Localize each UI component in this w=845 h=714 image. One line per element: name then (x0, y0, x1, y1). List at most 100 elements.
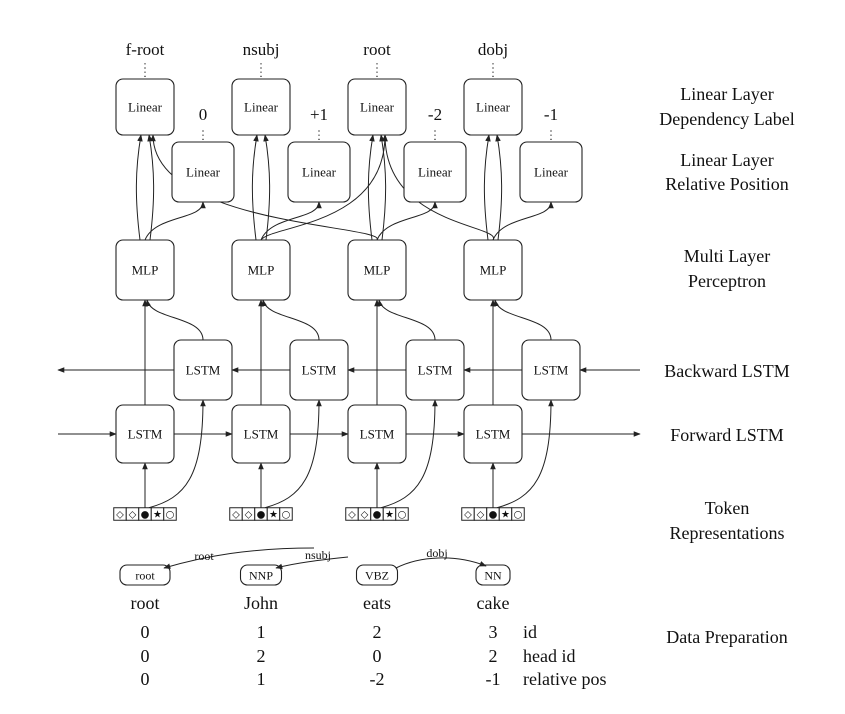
col-1-mlp-box-label: MLP (248, 263, 275, 278)
col-1-mlp-box: MLP (231, 239, 291, 301)
col-0-mlp-to-linear-b (147, 134, 155, 241)
col-0-forward-lstm-box-frame (115, 404, 175, 464)
col-2-mlp-box-label: MLP (364, 263, 391, 278)
col-2-id: 2 (373, 622, 382, 642)
col-1-word: John (244, 593, 278, 613)
col-3-token-cell-4 (511, 507, 525, 521)
edges-layer (57, 63, 641, 509)
col-2-linear-dependency-box-label: Linear (360, 100, 395, 115)
col-1-backward-lstm-box: LSTM (289, 339, 349, 401)
col-0-pos-tag-label: root (135, 569, 155, 583)
col-1-pos-tag-frame (239, 564, 283, 586)
row-label-forward-lstm: Forward LSTM (670, 425, 784, 445)
row-label-data-preparation: Data Preparation (666, 627, 787, 647)
col-2-head-id: 0 (373, 646, 382, 666)
col-1-forward-lstm-box-label: LSTM (244, 427, 279, 442)
col-3-backward-to-mlp (493, 299, 552, 341)
col-1-mlp-to-head (260, 134, 388, 241)
field-label-id: id (523, 622, 537, 642)
col-0-token-to-backward (148, 399, 206, 509)
col-3-mlp-to-head (382, 134, 494, 241)
col-3-linear-position-box-frame (519, 141, 583, 203)
col-3-linear-position-box-label: Linear (534, 165, 569, 180)
col-0-backward-lstm-box-frame (173, 339, 233, 401)
col-0-token-glyph-2: ● (141, 510, 150, 521)
col-2-mlp-box-frame (347, 239, 407, 301)
col-1-linear-dependency-box-label: Linear (244, 100, 279, 115)
col-2-linear-position-box-label: Linear (418, 165, 453, 180)
row-label-linear-dep-1: Linear Layer (680, 84, 773, 104)
arc-label-root: root (194, 549, 214, 563)
col-2-relative-position-label: -2 (428, 105, 442, 124)
col-0-mlp-to-relpos (144, 201, 206, 241)
col-0-pos-tag: root (119, 564, 171, 586)
col-2-dependency-label: root (363, 40, 391, 59)
col-3-mlp-box: MLP (463, 239, 523, 301)
col-2-linear-position-box-frame (403, 141, 467, 203)
col-3-pos-tag: NN (475, 564, 511, 586)
row-label-linear-pos-1: Linear Layer (680, 150, 773, 170)
col-1-token-to-backward (264, 399, 322, 509)
col-2-token-representation: ◇◇●★○ (345, 507, 409, 521)
col-1-linear-position-box-frame (287, 141, 351, 203)
col-3-token-glyph-2: ● (489, 510, 498, 521)
col-2-mlp-box: MLP (347, 239, 407, 301)
col-0-linear-position-box-label: Linear (186, 165, 221, 180)
col-1-token-cell-4 (279, 507, 293, 521)
col-2-forward-lstm-box-label: LSTM (360, 427, 395, 442)
col-1-linear-position-box: Linear (287, 141, 351, 203)
col-3-backward-lstm-box: LSTM (521, 339, 581, 401)
col-1-pos-tag-label: NNP (249, 569, 273, 583)
col-2-token-glyph-4: ○ (398, 510, 407, 521)
col-0-token-glyph-1: ◇ (129, 510, 137, 521)
col-2-pos-tag-label: VBZ (365, 569, 389, 583)
col-0-linear-dependency-box-label: Linear (128, 100, 163, 115)
col-2-backward-lstm-box: LSTM (405, 339, 465, 401)
field-label-head-id: head id (523, 646, 575, 666)
col-3-mlp-to-linear-a (483, 134, 491, 241)
col-2-mlp-to-linear-b (379, 134, 387, 241)
col-2-backward-lstm-box-label: LSTM (418, 363, 453, 378)
col-0-mlp-box: MLP (115, 239, 175, 301)
col-1-token-glyph-1: ◇ (245, 510, 253, 521)
col-3-backward-lstm-box-label: LSTM (534, 363, 569, 378)
col-3-token-to-backward (496, 399, 554, 509)
col-0-dependency-label: f-root (126, 40, 165, 59)
col-0-linear-dependency-box: Linear (115, 78, 175, 136)
table-field-labels: id head id relative pos (523, 622, 606, 689)
col-2-pos-tag-frame (355, 564, 399, 586)
col-2-relative-pos: -2 (370, 669, 385, 689)
col-3-mlp-box-label: MLP (480, 263, 507, 278)
row-label-backward-lstm: Backward LSTM (664, 361, 789, 381)
col-3-forward-lstm-box: LSTM (463, 404, 523, 464)
col-2-token-glyph-2: ● (373, 510, 382, 521)
col-0-linear-position-box-frame (171, 141, 235, 203)
col-3-dependency-label: dobj (478, 40, 508, 59)
col-3-pos-tag-label: NN (484, 569, 502, 583)
col-3-forward-lstm-box-label: LSTM (476, 427, 511, 442)
col-3-token-glyph-3: ★ (501, 510, 510, 521)
row-label-token-1: Token (705, 498, 750, 518)
col-1-linear-position-box-label: Linear (302, 165, 337, 180)
arc-dobj (395, 557, 487, 569)
col-1-pos-tag: NNP (239, 564, 283, 586)
col-0-relative-position-label: 0 (199, 105, 208, 124)
row-label-linear-dep-2: Dependency Label (659, 109, 794, 129)
col-1-token-representation: ◇◇●★○ (229, 507, 293, 521)
col-2-forward-lstm-box: LSTM (347, 404, 407, 464)
col-3-mlp-to-linear-b (495, 134, 503, 241)
col-2-token-glyph-1: ◇ (361, 510, 369, 521)
col-0-linear-position-box: Linear (171, 141, 235, 203)
col-1-dependency-label: nsubj (243, 40, 280, 59)
row-label-token-2: Representations (670, 523, 785, 543)
col-2-token-cell-4 (395, 507, 409, 521)
col-2-forward-lstm-box-frame (347, 404, 407, 464)
col-0-forward-lstm-box-label: LSTM (128, 427, 163, 442)
col-1-relative-pos: 1 (257, 669, 266, 689)
col-2-pos-tag: VBZ (355, 564, 399, 586)
arc-root (163, 547, 315, 569)
col-2-token-to-backward (380, 399, 438, 509)
col-2-mlp-to-linear-a (367, 134, 375, 241)
col-2-mlp-to-head (150, 134, 378, 241)
